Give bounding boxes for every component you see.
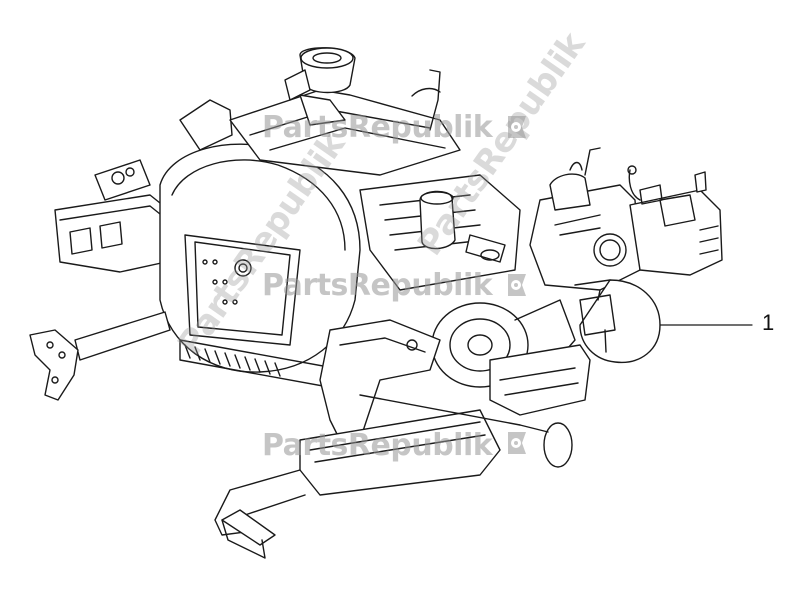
watermark-gear-icon bbox=[508, 432, 526, 454]
watermark-gear-icon bbox=[508, 116, 526, 138]
watermark-gear-icon bbox=[508, 274, 526, 296]
watermark-logo: PartsRepublik bbox=[262, 268, 493, 303]
watermark-logo: PartsRepublik bbox=[262, 428, 493, 463]
callout-label[interactable]: 1 bbox=[762, 310, 775, 335]
watermark-logo: PartsRepublik bbox=[262, 110, 493, 145]
